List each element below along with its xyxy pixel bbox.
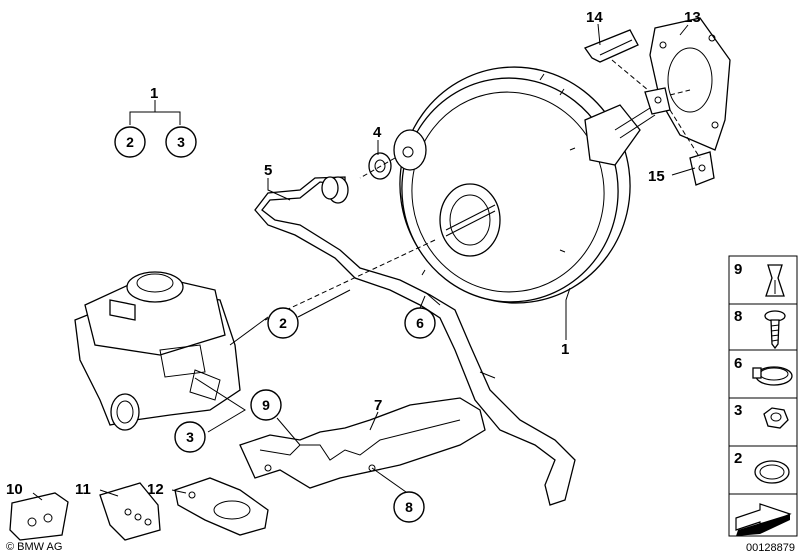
heat-shield-bracket: [239, 397, 486, 489]
callout-7: 7: [374, 397, 382, 414]
retaining-clip: [583, 29, 639, 63]
grommet-strip: [99, 482, 161, 541]
callout-circle-6: [404, 307, 436, 339]
callout-circle-3-low: [174, 421, 206, 453]
callouts: 1 2 3 4 5 2 6 1 3 9 7 8 10 11 12 13 14 1…: [6, 9, 701, 523]
parts-legend: 9 8 6 3 2: [728, 255, 798, 537]
callout-15: 15: [648, 168, 665, 185]
callout-13: 13: [684, 9, 701, 26]
assembly-lines: [264, 59, 701, 321]
callout-2-top: 2: [126, 134, 134, 150]
callout-3-top: 3: [177, 134, 185, 150]
cover-cap: [9, 492, 69, 541]
callout-6: 6: [416, 315, 424, 331]
callout-14: 14: [586, 9, 603, 26]
legend-number-2: 2: [734, 450, 742, 467]
callout-1-top: 1: [150, 85, 158, 102]
callout-4: 4: [373, 124, 382, 141]
callout-10: 10: [6, 481, 23, 498]
brake-booster: [393, 66, 656, 304]
seal-plate: [174, 477, 269, 536]
callout-circle-9: [250, 389, 282, 421]
callout-9: 9: [262, 397, 270, 413]
callout-circle-2-top: [114, 126, 146, 158]
legend-number-9: 9: [734, 261, 742, 278]
callout-circle-3-top: [165, 126, 197, 158]
clip-nut-icon: [765, 264, 785, 297]
screw-icon: [764, 310, 786, 350]
callout-3-low: 3: [186, 429, 194, 445]
vacuum-hose: [254, 176, 576, 506]
leader-lines: [32, 23, 696, 501]
seal-ring-icon: [754, 460, 790, 484]
callout-1-right: 1: [561, 341, 569, 358]
drawing-number: 00128879: [746, 542, 795, 554]
callout-circle-8: [393, 491, 425, 523]
callout-5: 5: [264, 162, 272, 179]
hose-clamp-icon: [752, 366, 793, 386]
callout-8: 8: [405, 499, 413, 515]
callout-12: 12: [147, 481, 164, 498]
legend-number-3: 3: [734, 402, 742, 419]
nut-clip: [689, 151, 715, 186]
callout-2-mid: 2: [279, 315, 287, 331]
direction-arrow-icon: [735, 503, 792, 536]
legend-number-8: 8: [734, 308, 742, 325]
callout-circle-2-mid: [267, 307, 299, 339]
hex-nut-icon: [763, 407, 789, 429]
clevis-fork: [644, 87, 671, 115]
callout-11: 11: [75, 481, 91, 498]
legend-number-6: 6: [734, 355, 742, 372]
copyright-label: © BMW AG: [6, 541, 63, 553]
gasket: [649, 17, 731, 151]
master-cylinder: [74, 271, 241, 431]
